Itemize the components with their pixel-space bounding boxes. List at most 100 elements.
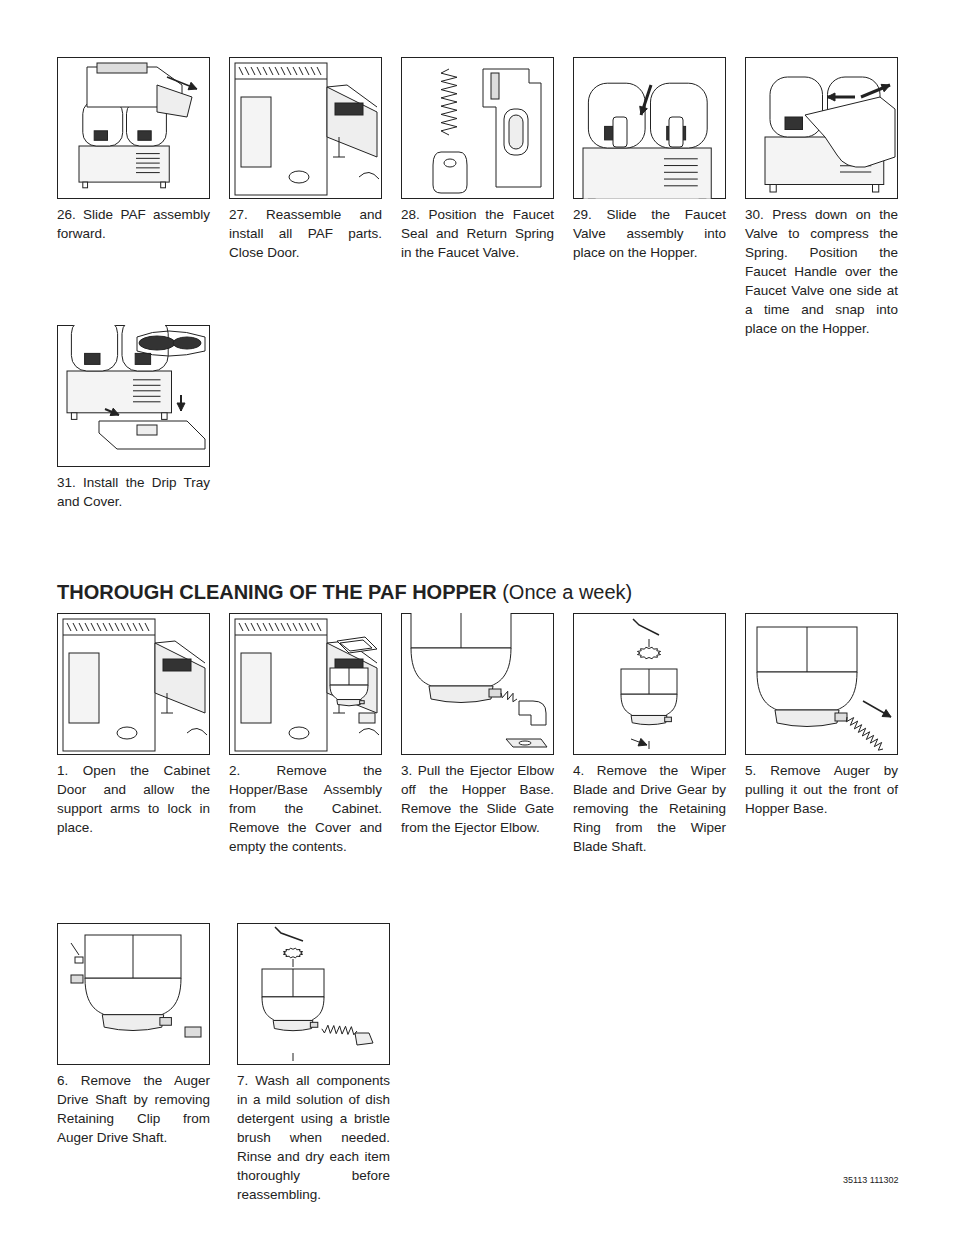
line-art [275, 927, 303, 941]
line-art [287, 67, 291, 75]
step-caption: 28. Position the Faucet Seal and Return … [401, 205, 554, 262]
line-art [115, 623, 119, 631]
line-art [637, 647, 660, 659]
line-art [133, 390, 161, 391]
line-art [827, 93, 835, 101]
line-art [257, 623, 261, 631]
line-art [239, 623, 243, 631]
line-art [138, 131, 151, 141]
line-art [155, 643, 205, 713]
line-art [97, 623, 101, 631]
line-art [359, 172, 379, 179]
line-art [441, 69, 457, 135]
line-art [359, 728, 379, 735]
line-art [863, 701, 891, 717]
line-art [241, 653, 271, 723]
step-illustration [57, 923, 210, 1065]
line-art [91, 623, 95, 631]
line-art [293, 623, 297, 631]
step-caption: 1. Open the Cabinet Door and allow the s… [57, 761, 210, 837]
line-art [157, 85, 192, 117]
line-art [289, 171, 309, 183]
line-art [137, 331, 205, 356]
line-art [489, 689, 501, 697]
step-caption: 2. Remove the Hopper/Base Assembly from … [229, 761, 382, 856]
step-panel: 6. Remove the Auger Drive Shaft by remov… [57, 923, 210, 1147]
line-art [807, 627, 808, 672]
line-art [665, 717, 672, 721]
step-panel: 2. Remove the Hopper/Base Assembly from … [229, 613, 382, 856]
line-art [873, 185, 879, 193]
line-art [664, 158, 698, 159]
line-art [103, 623, 107, 631]
line-art [110, 408, 119, 415]
line-art [133, 401, 161, 402]
line-art [136, 163, 160, 164]
step-panel: 30. Press down on the Valve to compress … [745, 57, 898, 338]
line-art [305, 623, 309, 631]
line-art [330, 668, 368, 685]
line-art [281, 67, 285, 75]
line-art [631, 739, 647, 745]
line-art [145, 623, 149, 631]
line-art [293, 959, 294, 967]
line-art [649, 669, 650, 694]
line-art [162, 413, 168, 420]
line-art [269, 623, 273, 631]
line-art [359, 713, 375, 723]
line-drawing [583, 83, 711, 199]
line-art [263, 623, 267, 631]
line-art [85, 935, 181, 978]
line-art [136, 153, 160, 154]
line-art [519, 701, 546, 725]
heading-text: THOROUGH CLEANING OF THE PAF HOPPER [57, 581, 497, 603]
line-art [293, 969, 294, 997]
line-art [69, 653, 99, 723]
line-art [287, 623, 291, 631]
line-art [73, 623, 77, 631]
line-art [483, 69, 541, 187]
line-art [275, 67, 279, 75]
panel-frame [402, 58, 554, 199]
line-art [349, 668, 350, 685]
line-art [805, 97, 895, 167]
line-art [337, 637, 377, 653]
line-art [85, 353, 100, 364]
line-art [133, 379, 161, 380]
panel-frame [746, 614, 898, 755]
line-art [621, 694, 677, 715]
panel-frame [58, 614, 210, 755]
line-art [411, 613, 511, 648]
line-art [638, 738, 647, 745]
line-art [67, 623, 71, 631]
line-art [429, 686, 493, 703]
line-art [330, 685, 368, 699]
line-art [99, 421, 205, 449]
line-art [340, 640, 372, 651]
step-illustration [745, 613, 898, 755]
line-art [235, 619, 327, 751]
line-art [263, 67, 267, 75]
step-illustration [401, 57, 554, 199]
step-panel: 31. Install the Drip Tray and Cover. [57, 325, 210, 511]
line-art [289, 727, 309, 739]
line-art [136, 158, 160, 159]
line-art [664, 165, 698, 166]
line-art [631, 715, 667, 724]
line-drawing [765, 77, 895, 192]
line-art [67, 371, 172, 413]
line-art [139, 623, 143, 631]
line-art [71, 413, 77, 420]
line-art [133, 935, 134, 978]
step-illustration [229, 57, 382, 199]
line-art [262, 997, 324, 1021]
line-drawing [235, 63, 379, 195]
line-art [241, 97, 271, 167]
step-panel: 7. Wash all components in a mild solutio… [237, 923, 390, 1204]
line-art [75, 957, 83, 963]
line-art [411, 648, 511, 686]
step-panel: 5. Remove Auger by pulling it out the fr… [745, 613, 898, 818]
line-art [360, 701, 365, 704]
line-art [444, 159, 456, 167]
step-illustration [573, 57, 726, 199]
